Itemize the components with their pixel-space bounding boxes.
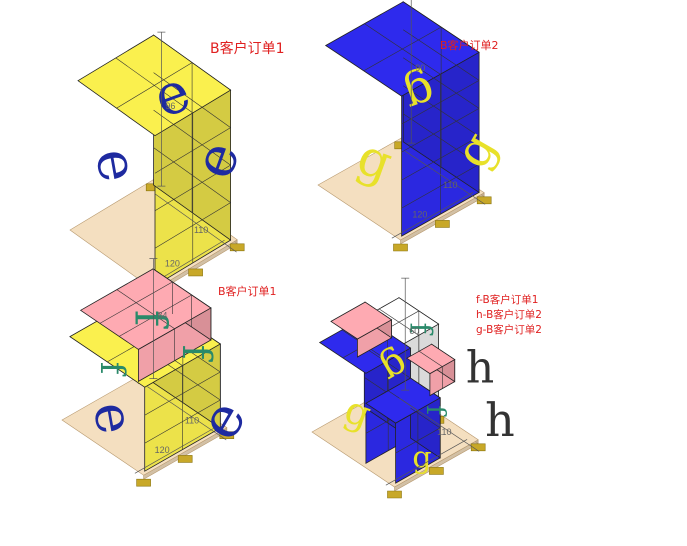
box-seam (419, 350, 443, 367)
box-seam (144, 371, 221, 416)
pallet-foot (136, 478, 151, 487)
pallet-foot (387, 490, 402, 499)
pallet-foot (393, 243, 408, 252)
panel-1-title: B客户订单1 (210, 41, 285, 57)
pallet-foot (476, 196, 492, 205)
dimension-width-label: 110 (437, 427, 451, 437)
pallet-deck (317, 137, 485, 241)
legend-item-h: h-B客户订单2 (476, 309, 542, 321)
box-seam (153, 147, 231, 203)
box-label-glyph: g (412, 441, 431, 476)
box-label-glyph: f (125, 310, 176, 329)
box-seam (99, 281, 173, 324)
box-seam (403, 57, 480, 109)
box-seam (401, 164, 480, 209)
pallet-foot (219, 431, 235, 440)
box-seam (144, 399, 221, 444)
panel-2-title: B客户订单2 (440, 39, 499, 52)
dimension-length-label: 120 (165, 258, 180, 268)
box-seam (401, 80, 480, 125)
box-label-glyph: e (83, 144, 151, 186)
pallet-foot (435, 220, 450, 228)
panel-4-legend: f-B客户订单1 h-B客户订单2 g-B客户订单2 (476, 293, 542, 338)
pallet-foot (188, 268, 203, 277)
box-label-glyph: f (173, 345, 219, 363)
box-label-glyph: f (420, 405, 450, 417)
box-seam (119, 294, 192, 337)
box-label-glyph: h (485, 393, 515, 447)
dimension-length-label: 120 (155, 445, 170, 455)
dimension-line (155, 193, 237, 253)
box-seam (364, 347, 411, 379)
dimension-line (134, 427, 215, 474)
box-seam (154, 202, 231, 249)
panel-3-title: B客户订单1 (218, 285, 277, 298)
legend-item-g: g-B客户订单2 (476, 324, 542, 336)
legend-item-f: f-B客户订单1 (476, 294, 539, 306)
pallet-foot (177, 455, 193, 463)
box-seam (116, 62, 193, 109)
box-seam (153, 109, 231, 166)
dimension-width-label: 110 (443, 180, 457, 190)
dimension-line (399, 397, 480, 452)
box-label-glyph: f (92, 362, 132, 377)
dimension-length-label: 120 (412, 210, 427, 220)
box-seam (403, 113, 480, 165)
dimension-line (405, 150, 486, 205)
box-seam (403, 85, 480, 137)
pallet-foot (470, 443, 486, 452)
box-seam (403, 29, 480, 81)
box-seam (395, 427, 441, 454)
dimension-line (147, 386, 227, 441)
dimension-line (385, 439, 468, 486)
pallet-deck (69, 179, 238, 291)
dimension-height-label: 90 (415, 63, 425, 73)
box-seam (116, 289, 175, 329)
pallet-foot (229, 243, 245, 252)
dimension-width-label: 110 (185, 415, 199, 425)
box-seam (154, 127, 231, 174)
dimension-width-label: 110 (194, 225, 208, 235)
box-seam (363, 26, 442, 72)
pallet-foot (429, 467, 444, 475)
box-seam (401, 136, 480, 181)
box-seam (401, 108, 480, 153)
box-label-glyph: h (466, 343, 494, 394)
box-seam (410, 407, 441, 429)
dimension-height-label: 60 (409, 326, 419, 336)
dimension-height-label: 84 (157, 311, 167, 321)
box-label-glyph: f (403, 322, 438, 335)
box-seam (153, 72, 231, 128)
pink-cargo-top-top-face (330, 301, 393, 340)
dimension-line (391, 192, 474, 239)
dimension-height-label: 96 (165, 101, 175, 111)
